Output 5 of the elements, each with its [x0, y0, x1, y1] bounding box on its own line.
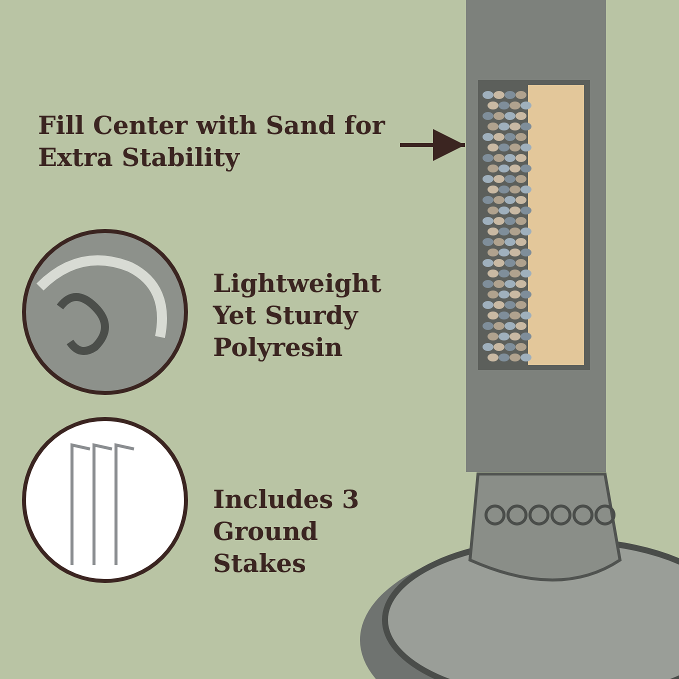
feature-text: Lightweight Yet Sturdy Polyresin: [213, 268, 382, 364]
pole-cutaway-picture: [466, 0, 606, 472]
arrow: [400, 129, 465, 161]
feature-text: Includes 3 Ground Stakes: [213, 484, 360, 580]
callout-heading: Fill Center with Sand for Extra Stability: [38, 110, 398, 174]
